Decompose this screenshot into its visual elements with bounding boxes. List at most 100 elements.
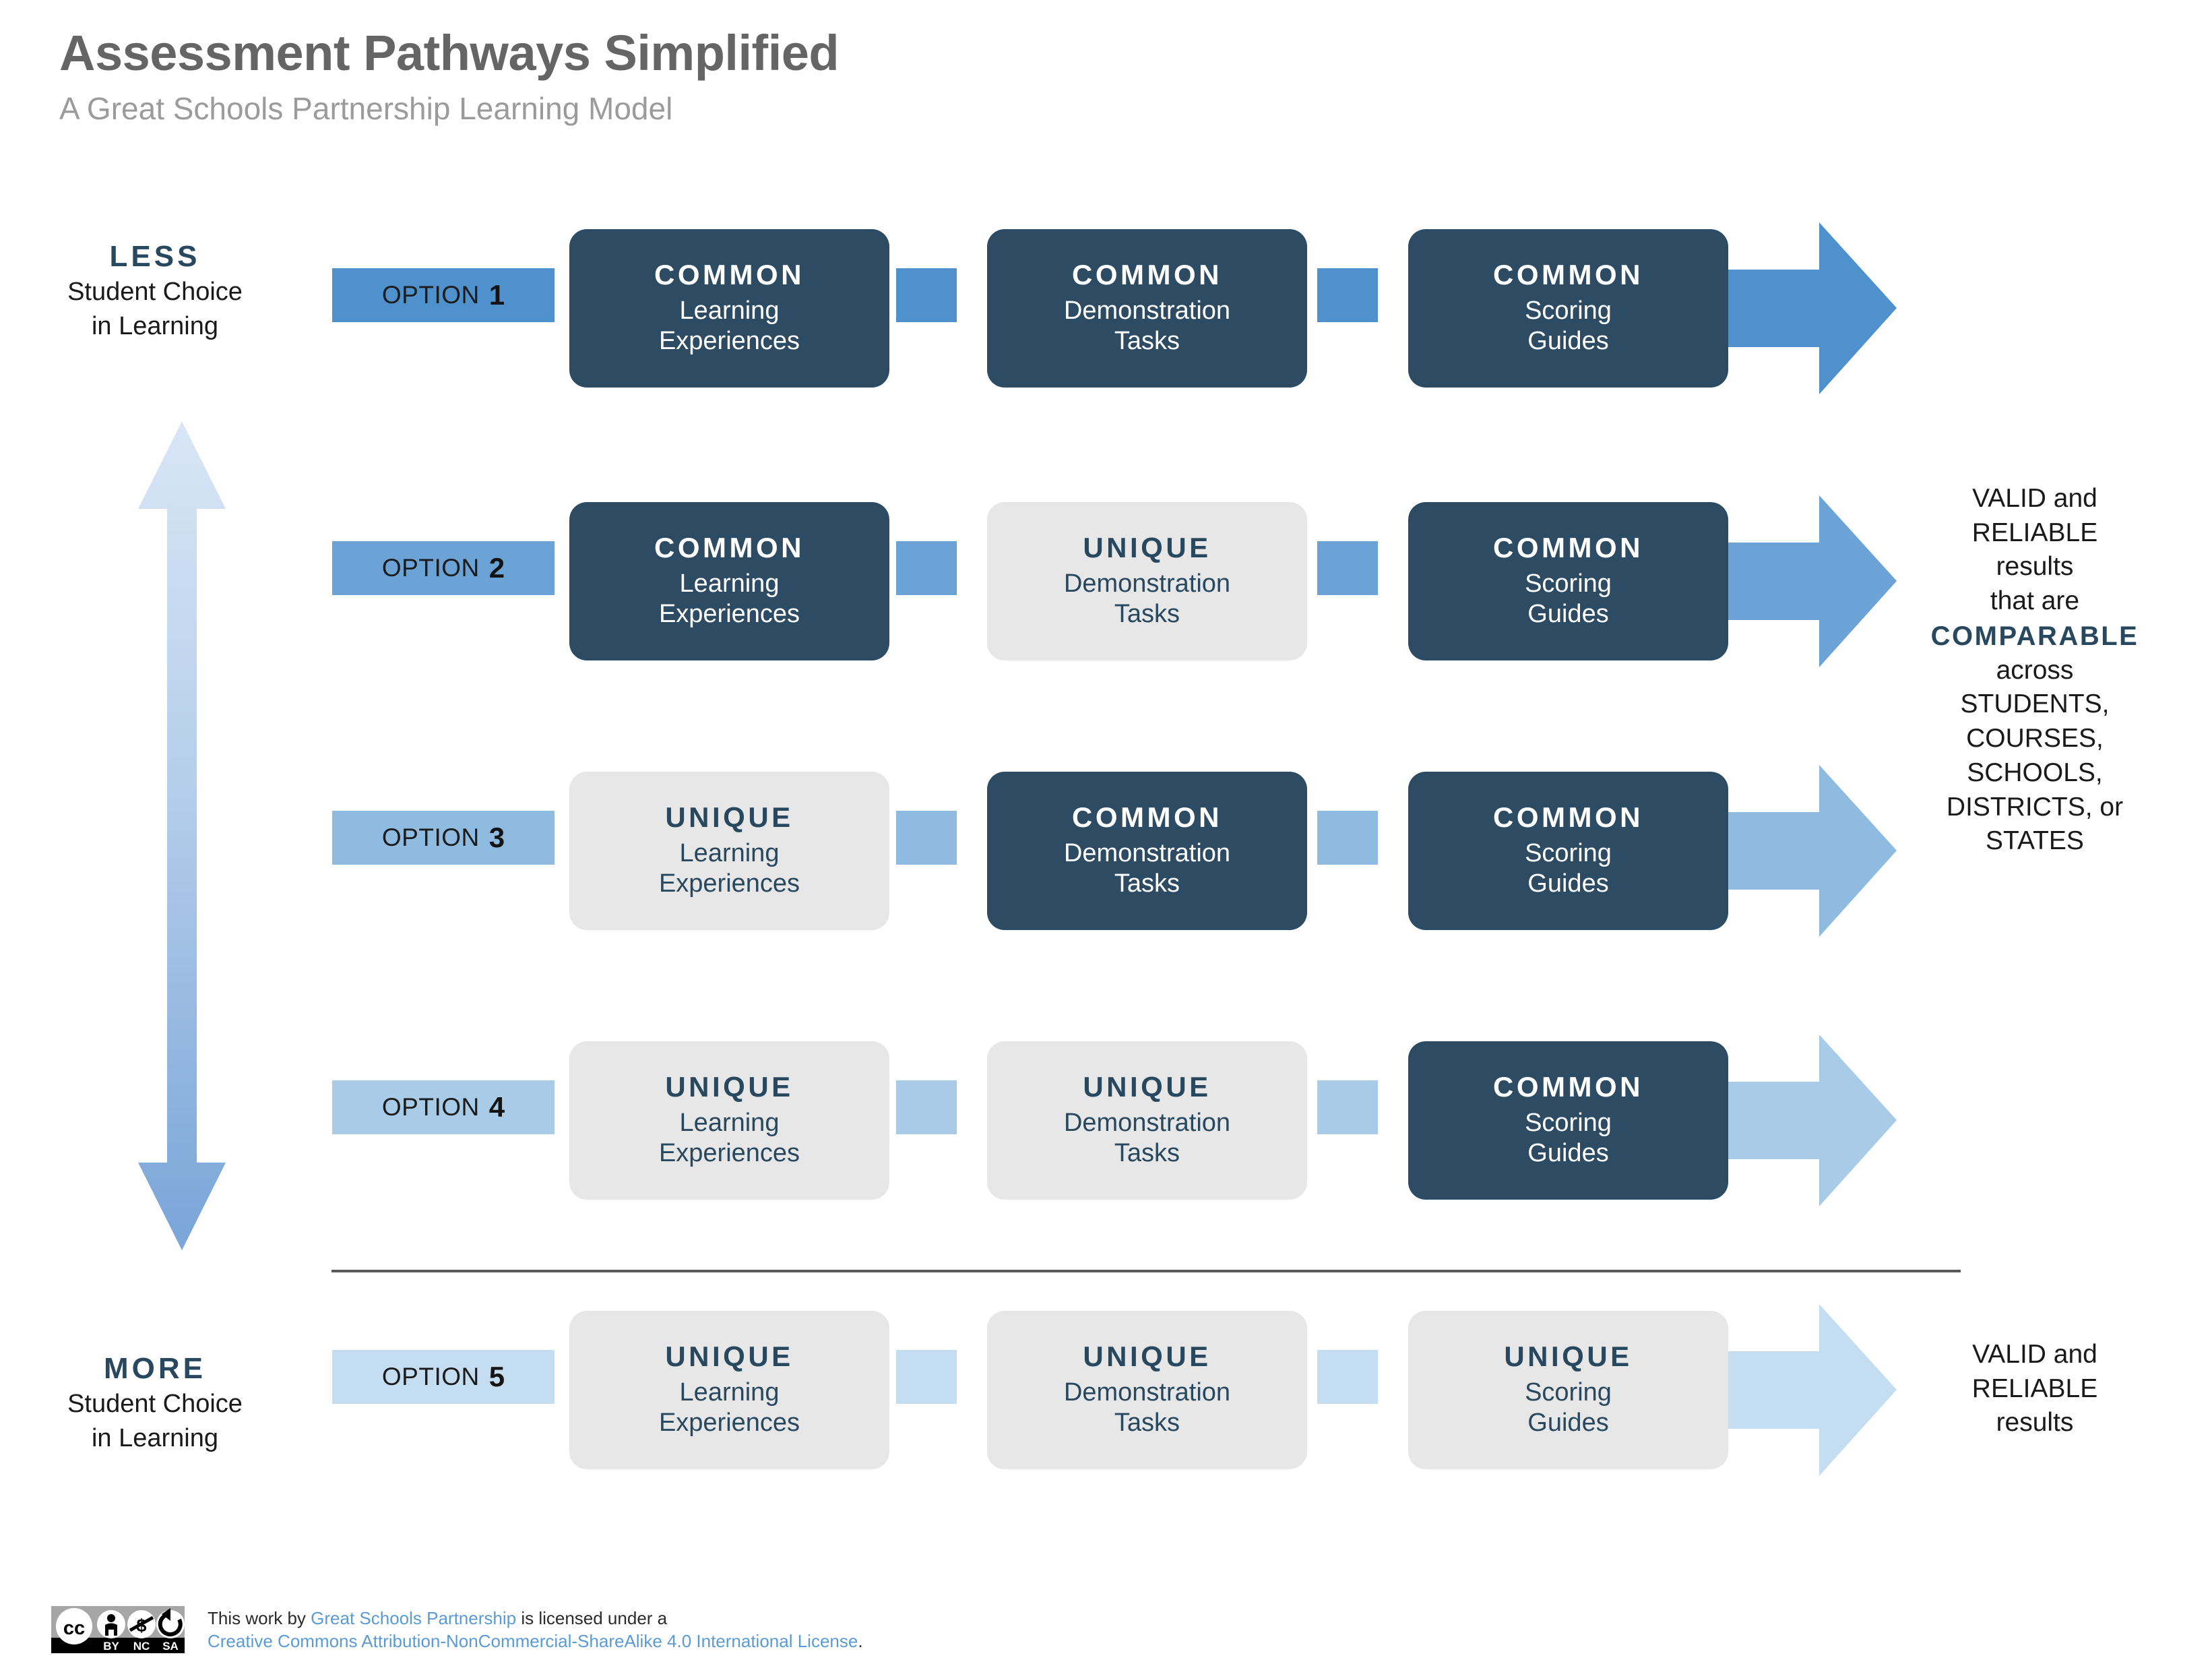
outcome-highlight: COMPARABLE [1930,621,2139,651]
card-1-scoring-guides[interactable]: COMMON Scoring Guides [1408,229,1728,388]
axis-less-line1: Student Choice [67,277,243,306]
license-prefix: This work by [208,1608,311,1628]
card-5-learning-experiences[interactable]: UNIQUE Learning Experiences [569,1311,889,1469]
card-3-learning-experiences[interactable]: UNIQUE Learning Experiences [569,772,889,930]
page-title: Assessment Pathways Simplified [59,25,840,81]
axis-label-more: MORE Student Choice in Learning [20,1351,290,1454]
card-desc-line2: Guides [1527,326,1609,355]
card-kind: COMMON [654,532,804,564]
outcome-line: across [1996,655,2074,685]
header: Assessment Pathways Simplified A Great S… [59,25,1407,125]
card-kind: COMMON [1493,1071,1643,1103]
option-label-number-5: 5 [488,1361,505,1392]
card-desc-line1: Learning [679,1378,780,1407]
card-kind: COMMON [654,259,804,291]
card-3-scoring-guides[interactable]: COMMON Scoring Guides [1408,772,1728,930]
option-label-number-3: 3 [488,822,505,853]
outcome-line: STATES [1986,826,2084,856]
connector-1b [1317,268,1378,322]
card-desc-line2: Guides [1527,869,1609,898]
outcome-line: VALID and [1972,1340,2097,1369]
axis-more-line1: Student Choice [67,1389,243,1418]
connector-2b [1317,541,1378,595]
card-desc-line1: Scoring [1525,839,1612,868]
outcome-line: RELIABLE [1971,1374,2098,1403]
card-desc-line1: Demonstration [1063,569,1231,598]
card-desc-line2: Tasks [1114,869,1180,898]
connector-5b [1317,1350,1378,1404]
card-desc-line1: Learning [679,297,780,326]
axis-label-less: LESS Student Choice in Learning [20,239,290,342]
card-desc-line2: Experiences [658,599,800,628]
card-4-learning-experiences[interactable]: UNIQUE Learning Experiences [569,1041,889,1200]
outcome-line: that are [1990,586,2080,616]
card-desc-line1: Scoring [1525,569,1612,598]
card-desc-line2: Guides [1527,599,1609,628]
creative-commons-badge-icon[interactable]: cc $ BY NC SA [51,1606,185,1653]
card-3-demonstration-tasks[interactable]: COMMON Demonstration Tasks [987,772,1307,930]
card-desc-line2: Tasks [1114,599,1180,628]
connector-4a [896,1080,957,1134]
card-desc-line1: Scoring [1525,297,1612,326]
option-label-word-4: OPTION [381,1093,480,1121]
option-label-number-2: 2 [488,552,505,584]
card-kind: UNIQUE [665,1071,794,1103]
card-desc-line1: Scoring [1525,1378,1612,1407]
card-kind: COMMON [1493,259,1643,291]
card-1-demonstration-tasks[interactable]: COMMON Demonstration Tasks [987,229,1307,388]
outcome-line: STUDENTS, [1960,689,2110,719]
option-bar-5[interactable]: OPTION 5 [332,1350,555,1404]
card-4-demonstration-tasks[interactable]: UNIQUE Demonstration Tasks [987,1041,1307,1200]
card-kind: UNIQUE [1504,1341,1633,1373]
connector-3a [896,811,957,865]
card-desc-line1: Demonstration [1063,297,1231,326]
card-kind: COMMON [1072,259,1222,291]
connector-2a [896,541,957,595]
outcome-comparable: VALID and RELIABLE results that are COMP… [1880,482,2190,859]
outcome-line: DISTRICTS, or [1946,792,2124,822]
card-kind: UNIQUE [665,1341,794,1373]
option-label-word-3: OPTION [381,824,480,851]
card-desc-line1: Demonstration [1063,1109,1231,1138]
license-middle: is licensed under a [516,1608,668,1628]
right-arrow-icon-4 [1728,1035,1897,1206]
section-divider [331,1270,1961,1272]
card-desc-line2: Experiences [658,1408,800,1437]
connector-5a [896,1350,957,1404]
card-1-learning-experiences[interactable]: COMMON Learning Experiences [569,229,889,388]
option-label-word-5: OPTION [381,1363,480,1390]
card-desc-line2: Tasks [1114,326,1180,355]
right-arrow-icon-5 [1728,1304,1897,1476]
card-kind: UNIQUE [665,801,794,834]
card-4-scoring-guides[interactable]: COMMON Scoring Guides [1408,1041,1728,1200]
card-kind: COMMON [1493,532,1643,564]
card-2-scoring-guides[interactable]: COMMON Scoring Guides [1408,502,1728,660]
org-link[interactable]: Great Schools Partnership [311,1608,517,1628]
card-desc-line2: Tasks [1114,1408,1180,1437]
card-2-demonstration-tasks[interactable]: UNIQUE Demonstration Tasks [987,502,1307,660]
axis-less-line2: in Learning [91,311,219,340]
outcome-line: RELIABLE [1971,518,2098,547]
option-label-number-1: 1 [488,279,505,311]
option-bar-2[interactable]: OPTION 2 [332,541,555,595]
svg-text:cc: cc [63,1617,85,1639]
license-link[interactable]: Creative Commons Attribution-NonCommerci… [208,1630,858,1651]
option-bar-3[interactable]: OPTION 3 [332,811,555,865]
card-5-demonstration-tasks[interactable]: UNIQUE Demonstration Tasks [987,1311,1307,1469]
right-arrow-icon-1 [1728,222,1897,394]
card-2-learning-experiences[interactable]: COMMON Learning Experiences [569,502,889,660]
license-text: This work by Great Schools Partnership i… [208,1607,863,1653]
option-label-word-2: OPTION [381,554,480,582]
outcome-basic: VALID and RELIABLE results [1880,1338,2190,1440]
card-desc-line2: Experiences [658,326,800,355]
card-5-scoring-guides[interactable]: UNIQUE Scoring Guides [1408,1311,1728,1469]
outcome-line: VALID and [1972,484,2097,513]
card-desc-line1: Demonstration [1063,1378,1231,1407]
pathway-row-option-2: OPTION 2 COMMON Learning Experiences UNIQ… [0,495,2212,667]
right-arrow-icon-2 [1728,495,1897,667]
card-kind: UNIQUE [1083,532,1211,564]
card-kind: UNIQUE [1083,1071,1211,1103]
card-kind: UNIQUE [1083,1341,1211,1373]
